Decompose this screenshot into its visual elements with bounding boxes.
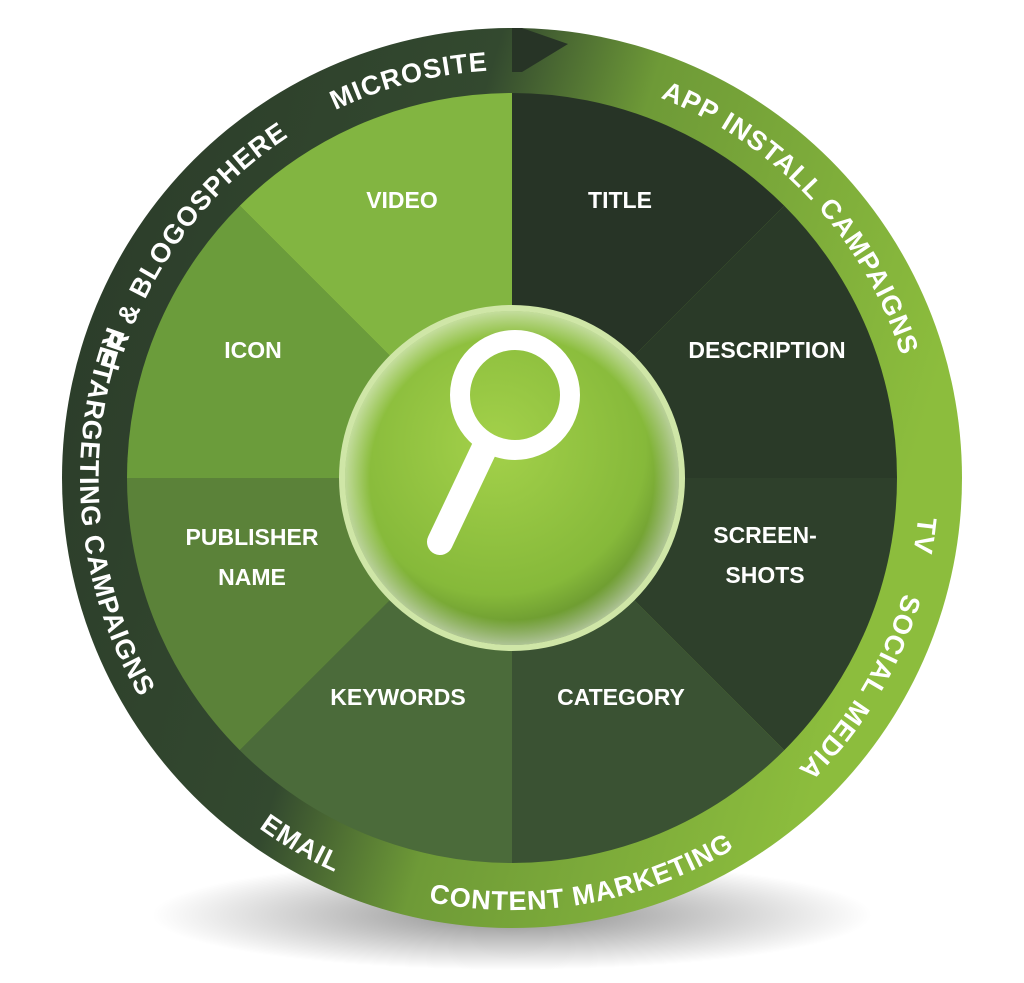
segment-label-icon: ICON	[224, 337, 282, 363]
segment-label-keywords: KEYWORDS	[330, 684, 465, 710]
ring-label-tv: TV	[907, 516, 942, 557]
segment-label-title: TITLE	[588, 187, 652, 213]
segment-labels: TITLE DESCRIPTION SCREEN-SHOTS CATEGORY KEYW…	[186, 187, 846, 710]
segment-label-video: VIDEO	[366, 187, 438, 213]
center-disc-highlight	[345, 311, 679, 645]
segment-label-screenshots: SCREEN-SHOTS	[713, 522, 817, 588]
magnifier-icon	[427, 330, 580, 555]
segment-label-category: CATEGORY	[557, 684, 685, 710]
segment-label-description: DESCRIPTION	[688, 337, 845, 363]
ring-arrow-band	[512, 28, 568, 72]
